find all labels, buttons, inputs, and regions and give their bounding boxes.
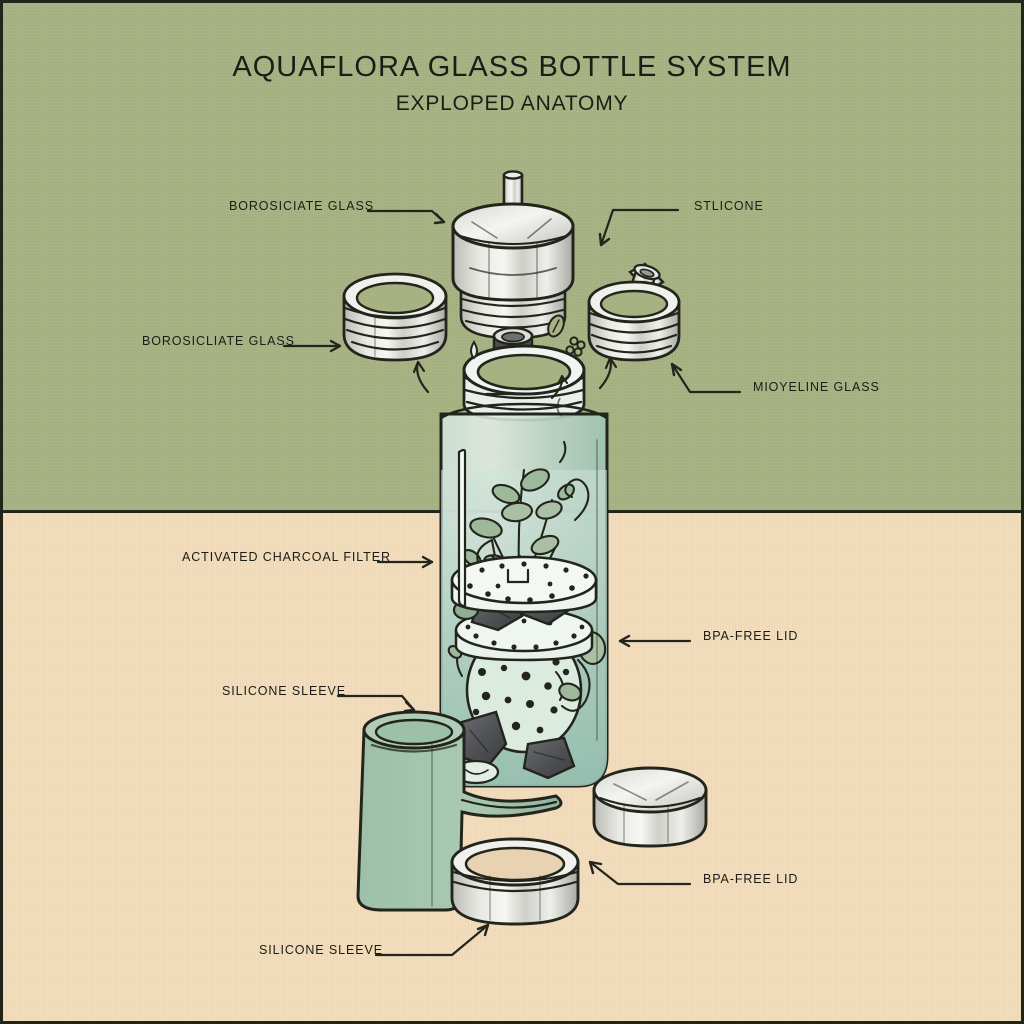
page-title: AQUAFLORA GLASS BOTTLE SYSTEM <box>232 51 792 83</box>
assembly-arrow-left <box>416 360 430 394</box>
bottle-mouth-opening <box>476 353 572 391</box>
label-stlicone: STLICONE <box>694 199 764 213</box>
label-bpa-free-lid-upper: BPA-FREE LID <box>703 629 799 643</box>
bottle-body <box>439 344 609 788</box>
cap-top <box>451 202 575 250</box>
label-silicone-sleeve-upper: SILICONE SLEEVE <box>222 684 346 698</box>
sleeve-rim-inner <box>374 718 454 746</box>
title-block: AQUAFLORA GLASS BOTTLE SYSTEM EXPLOPED A… <box>0 51 1024 116</box>
floating-accents <box>470 314 586 417</box>
leader-silicone-sleeve-lower <box>374 923 490 957</box>
bottle-highlights <box>457 439 598 741</box>
base-collar-ring <box>450 837 580 926</box>
silicone-sleeve <box>356 710 563 912</box>
filter-disc-lower <box>452 580 594 662</box>
leader-stlicone <box>599 208 680 247</box>
leader-mioyeline-glass <box>670 362 742 394</box>
charcoal-chunks <box>452 710 576 785</box>
filter-disc-upper <box>450 555 598 614</box>
leader-silicone-sleeve-upper <box>336 694 416 712</box>
bottle-shoulder <box>440 402 608 420</box>
collar-ring-left <box>342 272 448 362</box>
label-bpa-free-lid-lower: BPA-FREE LID <box>703 872 799 886</box>
label-borosicliate-glass: BOROSICLIATE GLASS <box>142 334 295 348</box>
collar-ring-right <box>587 262 681 362</box>
label-borosiciate-glass: BOROSICIATE GLASS <box>229 199 374 213</box>
cap-assembly <box>451 170 575 340</box>
label-activated-charcoal-filter: ACTIVATED CHARCOAL FILTER <box>182 550 391 564</box>
base-lid <box>592 766 708 848</box>
bottle-contents <box>441 440 607 786</box>
leader-bpa-free-lid-lower <box>588 860 692 886</box>
label-silicone-sleeve-lower: SILICONE SLEEVE <box>259 943 383 957</box>
label-mioyeline-glass: MIOYELINE GLASS <box>753 380 880 394</box>
leader-borosiciate-glass <box>366 209 446 224</box>
flower-icon <box>565 336 586 357</box>
page-subtitle: EXPLOPED ANATOMY <box>395 91 629 115</box>
leader-lines <box>282 208 742 957</box>
